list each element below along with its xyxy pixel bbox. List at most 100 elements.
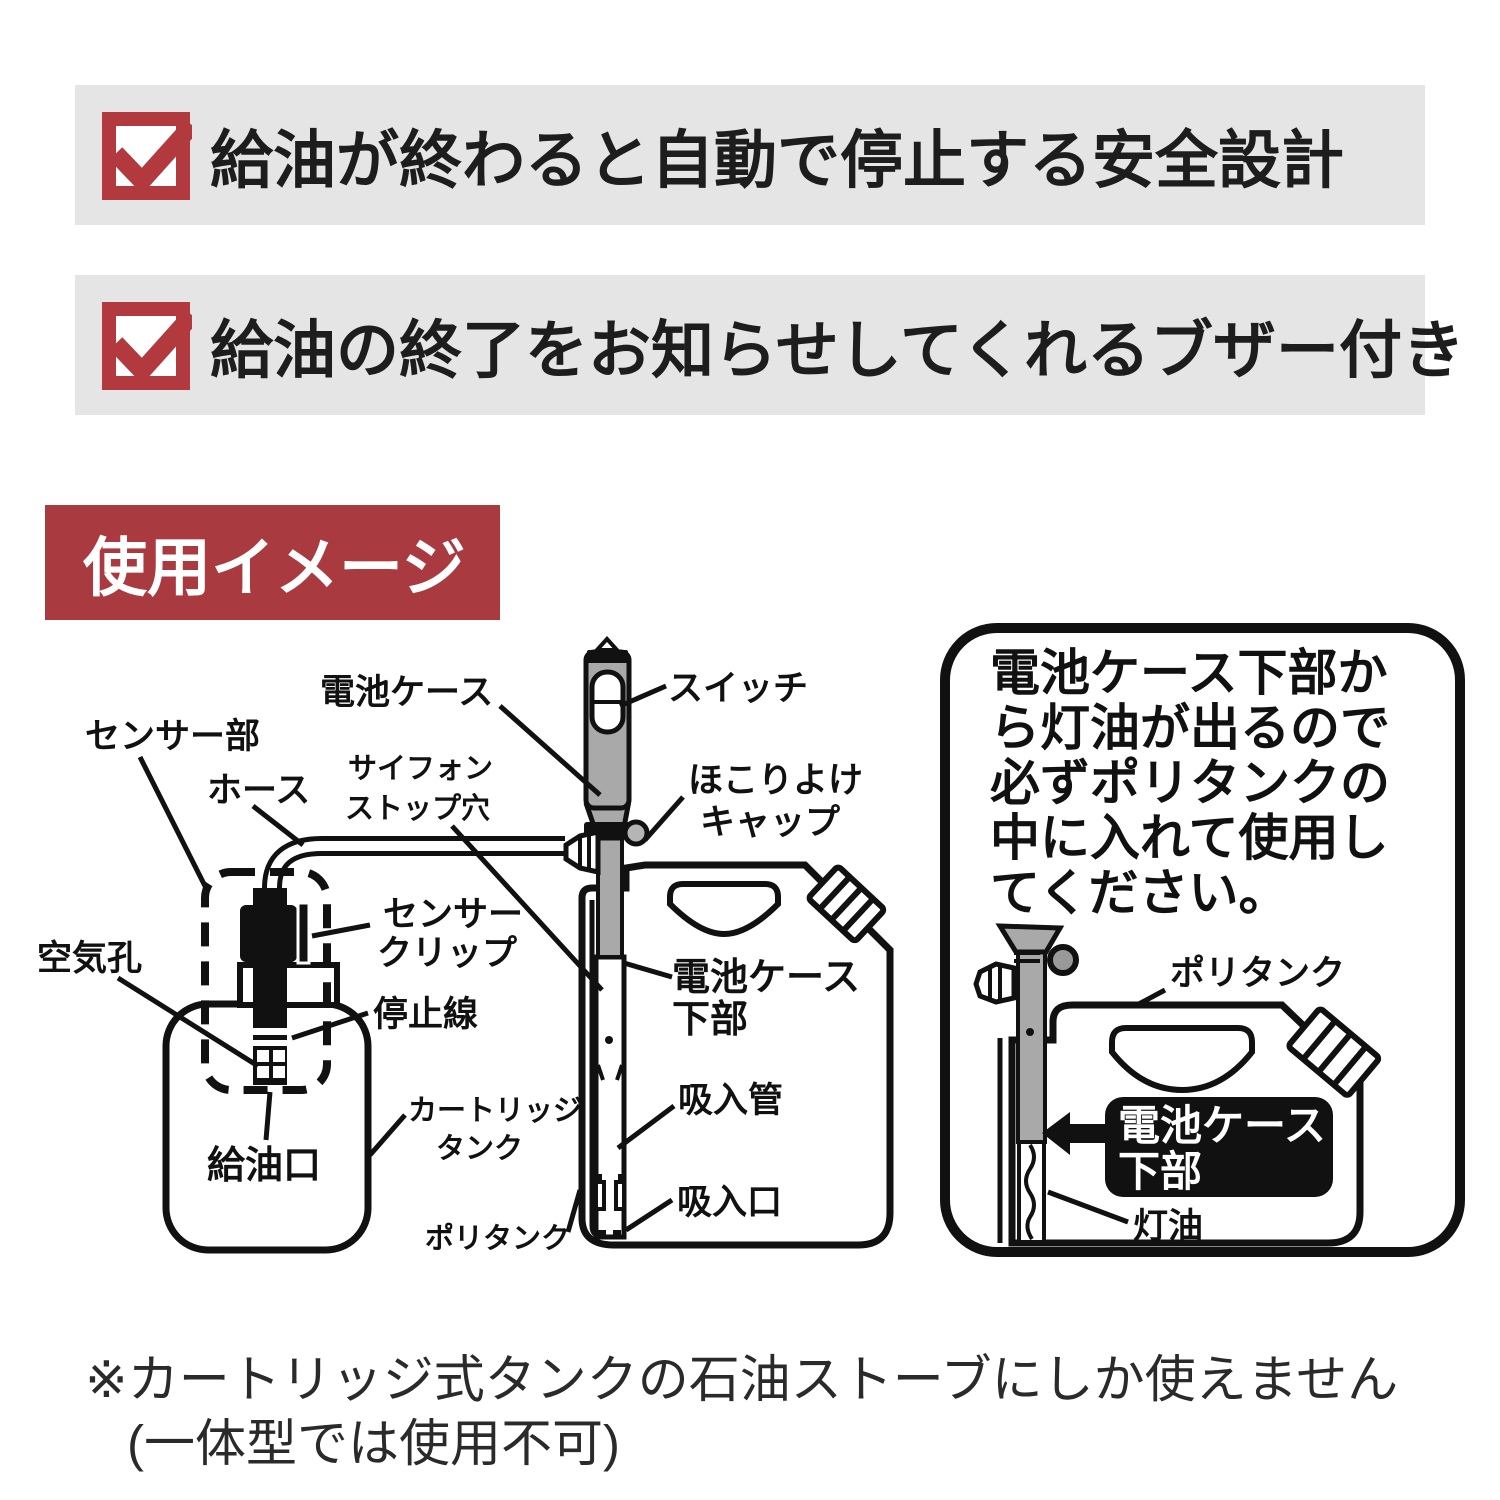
- pump-drawing: [563, 636, 650, 1240]
- section-banner: 使用イメージ: [45, 505, 500, 620]
- mini-cap-ridge: [1300, 1018, 1338, 1062]
- feature-text-buzzer: 給油の終了をお知らせしてくれるブザー付き: [210, 315, 1465, 386]
- label-sensor-clip-1: センサー: [383, 895, 523, 934]
- panel-text-line1: 電池ケース下部か: [990, 645, 1388, 701]
- leader-dust-cap: [643, 795, 685, 842]
- sensor-grid-hole: [273, 1050, 285, 1062]
- label-siphon-stop-1: サイフォン: [348, 753, 493, 785]
- poly-tank-body: [578, 861, 894, 1249]
- leader-suction-pipe: [616, 1104, 676, 1150]
- mini-pump-nozzle: [995, 923, 1065, 955]
- label-poly-tank: ポリタンク: [425, 1222, 570, 1255]
- dust-cap-knob: [622, 819, 650, 847]
- footnote: ※カートリッジ式タンクの石油ストーブにしか使えません (一体型では使用不可): [85, 1348, 1398, 1476]
- label-sensor-unit: センサー部: [85, 717, 260, 756]
- label-siphon-stop-2: ストップ穴: [345, 792, 490, 825]
- label-suction-pipe: 吸入管: [678, 1081, 783, 1120]
- leader-poly-tank: [565, 1189, 583, 1233]
- leader-sensor-clip: [311, 922, 371, 939]
- mini-diagram: 電池ケース 下部 ポリタンク 灯油: [973, 923, 1382, 1247]
- mini-hose-connector: [973, 961, 1017, 1005]
- poly-tank-handle: [667, 881, 781, 938]
- hose-connector: [563, 828, 601, 876]
- label-switch: スイッチ: [668, 669, 808, 708]
- label-cartridge-tank-2: タンク: [436, 1132, 523, 1165]
- sensor-clip-part: [296, 901, 311, 965]
- label-mini-poly-tank: ポリタンク: [1170, 953, 1345, 993]
- feature-bar-buzzer: 給油の終了をお知らせしてくれるブザー付き: [75, 275, 1465, 415]
- sensor-grid-hole: [273, 1066, 285, 1078]
- sensor-grid-hole: [257, 1050, 269, 1062]
- checkmark-icon: [109, 119, 192, 195]
- label-fuel-inlet: 給油口: [207, 1145, 321, 1187]
- mini-pump-stripe: [1014, 959, 1040, 963]
- footnote-line2: (一体型では使用不可): [127, 1415, 620, 1472]
- checkbox-icon: [102, 302, 192, 390]
- sensor-grid-hole: [257, 1066, 269, 1078]
- pipe-taper-mark: [615, 1064, 624, 1081]
- leader-suction-inlet: [624, 1197, 674, 1233]
- pump-top-tip: [592, 636, 622, 652]
- mini-dust-cap-knob: [1047, 944, 1079, 976]
- leader-fuel-inlet: [263, 1091, 273, 1141]
- mini-cap-ridge: [1316, 1031, 1353, 1074]
- sensor-body: [240, 905, 297, 962]
- leader-cartridge-tank: [368, 1113, 407, 1157]
- panel-text-line3: 必ずポリタンクの: [990, 755, 1390, 811]
- cap-ridge: [840, 896, 876, 933]
- label-hose: ホース: [207, 771, 310, 810]
- section-banner-title: 使用イメージ: [83, 531, 466, 604]
- badge-text-line2: 下部: [1118, 1148, 1202, 1195]
- label-battery-case: 電池ケース: [320, 673, 493, 712]
- label-battery-case-bottom-1: 電池ケース: [672, 957, 860, 999]
- battery-case-bottom-badge: [1105, 1097, 1333, 1197]
- checkbox-icon: [102, 112, 192, 200]
- siphon-stop-hole: [605, 1036, 613, 1044]
- suction-inlet-slot: [614, 1180, 626, 1211]
- pump-top-band: [587, 650, 628, 663]
- leader-mini-poly-tank: [1135, 987, 1167, 1008]
- footnote-line1: ※カートリッジ式タンクの石油ストーブにしか使えません: [85, 1351, 1399, 1408]
- leader-kerosene: [1047, 1189, 1129, 1225]
- poly-tank-drawing: [578, 861, 894, 1249]
- suction-inlet-slot: [594, 1180, 606, 1211]
- poly-tank-cap: [806, 864, 887, 944]
- hose-drawing: [262, 836, 565, 895]
- mini-tank-handle: [1109, 1025, 1255, 1094]
- leader-hose: [251, 804, 305, 847]
- label-dust-cap-1: ほこりよけ: [688, 761, 863, 800]
- hose-inner: [267, 841, 565, 895]
- cap-ridge: [829, 885, 864, 923]
- label-kerosene: 灯油: [1133, 1207, 1203, 1246]
- stop-line-mark2: [253, 1040, 287, 1046]
- left-arrow-icon: [1042, 1112, 1105, 1155]
- battery-case-bottom-part: [596, 836, 624, 959]
- cap-ridge: [817, 874, 852, 912]
- label-sensor-clip-2: クリップ: [377, 934, 517, 973]
- checkmark-icon: [109, 309, 192, 385]
- label-battery-case-bottom-2: 下部: [672, 999, 748, 1041]
- leader-battery-case-bottom: [623, 960, 673, 980]
- mini-siphon-stop-hole: [1026, 1028, 1034, 1036]
- kerosene-stream: [1024, 1143, 1036, 1241]
- caution-panel: 電池ケース下部か ら灯油が出るので 必ずポリタンクの 中に入れて使用し てくださ…: [940, 623, 1465, 1257]
- leader-battery-case: [498, 704, 602, 797]
- leader-sensor-unit: [137, 755, 210, 892]
- pipe-foot: [613, 1230, 621, 1238]
- pipe-foot: [598, 1230, 606, 1238]
- feature-text-auto-stop: 給油が終わると自動で停止する安全設計: [210, 125, 1344, 196]
- label-dust-cap-2: キャップ: [700, 803, 840, 842]
- label-suction-inlet: 吸入口: [677, 1183, 782, 1222]
- feature-bar-auto-stop: 給油が終わると自動で停止する安全設計: [75, 85, 1425, 225]
- usage-diagram: 電池ケース スイッチ センサー部 ホース サイフォン ストップ穴 ほこりよけ キ…: [37, 623, 1465, 1257]
- panel-text-line5: てください。: [990, 865, 1289, 921]
- label-cartridge-tank-1: カートリッジ: [408, 1095, 582, 1127]
- panel-text-line2: ら灯油が出るので: [990, 700, 1390, 756]
- mini-battery-case-bottom: [1016, 950, 1047, 1144]
- mini-tank-cap: [1286, 1006, 1382, 1098]
- stop-line-mark: [253, 1028, 287, 1035]
- sensor-unit-drawing: [240, 888, 311, 1085]
- label-air-hole: 空気孔: [37, 939, 142, 978]
- sensor-focus-dashed-box: [201, 868, 331, 1094]
- mini-pump-stripe: [1014, 950, 1040, 955]
